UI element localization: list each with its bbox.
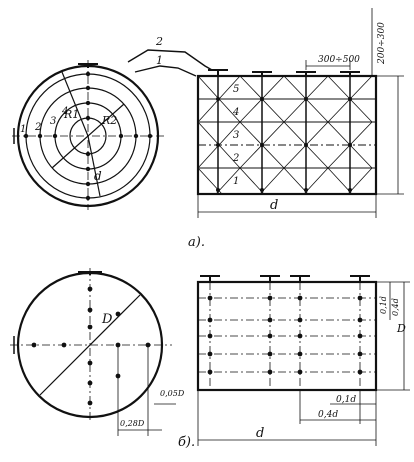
horizontal-levels <box>198 98 376 169</box>
side-label-3: 3 <box>233 130 239 141</box>
dim-spacing-label: 300÷500 <box>318 55 360 65</box>
dim-length-a-label: d <box>270 198 278 213</box>
leader-2-line <box>127 49 213 71</box>
distribution-points-b <box>31 286 151 406</box>
dim-r2-label: R2 <box>101 114 117 127</box>
ring-label-2: 2 <box>34 122 41 133</box>
dim-r1-label: R1 <box>63 108 79 121</box>
dim-h1-label: 0,1d <box>336 395 356 405</box>
side-shell-outline <box>196 74 378 196</box>
figure-a-side-view: 5 4 3 2 1 300÷500 200÷300 d а). <box>188 8 404 250</box>
ring-label-1: 1 <box>20 124 26 135</box>
vertical-columns <box>217 76 351 194</box>
side-label-4: 4 <box>232 107 239 118</box>
dim-v1-label: 0,1d <box>379 296 388 314</box>
dim-top: 200÷300 <box>371 8 387 76</box>
leader-1-line <box>134 65 197 77</box>
side-label-1: 1 <box>233 176 239 187</box>
top-nozzles-b <box>200 275 370 282</box>
ring-label-3: 3 <box>50 116 56 127</box>
dim-d-b-label: D <box>101 312 113 327</box>
dim-edge-label: 0,05D <box>160 389 185 398</box>
dim-top-label: 200÷300 <box>377 22 387 65</box>
top-nozzles <box>208 69 360 76</box>
dim-length-a: d <box>197 194 377 218</box>
lattice-nodes <box>216 97 352 192</box>
radius-line <box>61 71 89 137</box>
side-label-2: 2 <box>232 153 239 164</box>
figure-a-end-view: 1 2 3 4 R1 R2 d <box>12 60 165 210</box>
dim-spacing: 300÷500 <box>305 55 360 70</box>
figure-b-side-view: 0,1d 0,4d D 0,1d 0,4d d <box>196 275 410 446</box>
caption-a: а). <box>188 235 205 250</box>
diagonal-lattice <box>197 75 373 195</box>
diameter-line-b <box>39 294 141 396</box>
dim-d-label: d <box>94 169 102 183</box>
dim-height-a <box>376 75 404 195</box>
d-line <box>87 135 101 197</box>
leader-label-2: 2 <box>155 35 163 48</box>
dim-v2-label: 0,4d <box>391 298 400 316</box>
caption-b: б). <box>178 435 195 450</box>
side-points-b <box>207 295 363 375</box>
dim-height-b-label: D <box>396 322 406 335</box>
ring-points <box>23 71 153 201</box>
figure-a-leaders: 2 1 <box>127 35 213 77</box>
ring-label-4: 4 <box>61 106 68 117</box>
side-label-5: 5 <box>233 84 239 95</box>
leader-label-1: 1 <box>156 54 163 67</box>
dim-h2-label: 0,4d <box>318 410 338 420</box>
figure-b-end-view: D 0,05D 0,28D б). <box>10 268 195 450</box>
dim-offset-label: 0,28D <box>120 419 145 428</box>
dim-len-b-label: d <box>256 426 264 441</box>
